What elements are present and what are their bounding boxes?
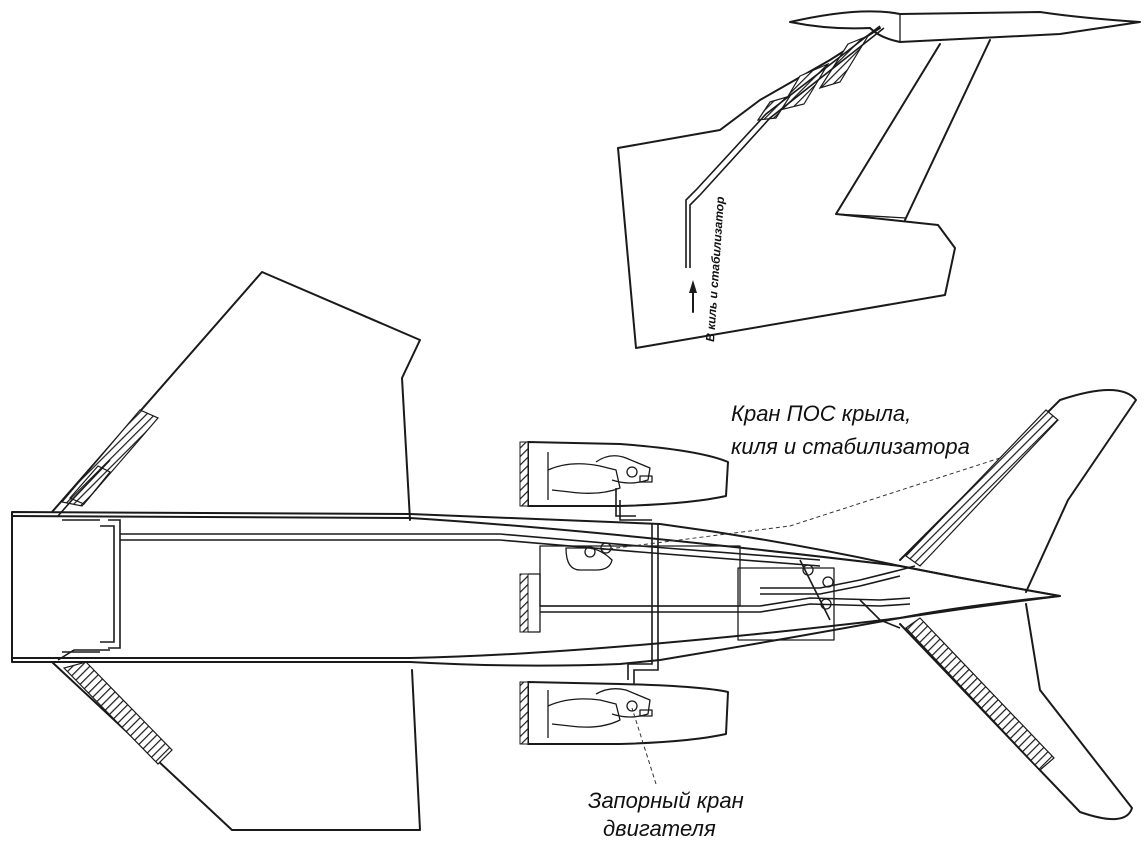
upper-stabilizer [899,389,1137,593]
lower-engine [519,681,729,745]
valve-wing-label-line1: Кран ПОС крыла, [731,401,911,426]
engine-valve-label-line2: двигателя [603,816,716,841]
upper-wing [51,271,421,521]
aircraft-plan-view [11,271,1137,831]
lower-wing [51,649,421,831]
callout-engine-valve: Запорный кран двигателя [588,707,744,841]
fin-inset: В киль и стабилизатор [617,10,1141,349]
callout-wing-valve: Кран ПОС крыла, киля и стабилизатора [599,401,1001,551]
upper-engine [519,441,729,517]
valve-wing-label-line2: киля и стабилизатора [731,434,970,459]
tail-cone [899,565,1061,619]
bleed-air-pipes [62,500,916,684]
center-engine [519,573,541,633]
lower-stabilizer [899,603,1133,820]
fin-inset-label: В киль и стабилизатор [703,196,727,342]
fuselage [11,511,1061,667]
engine-valve-label-line1: Запорный кран [588,788,744,813]
